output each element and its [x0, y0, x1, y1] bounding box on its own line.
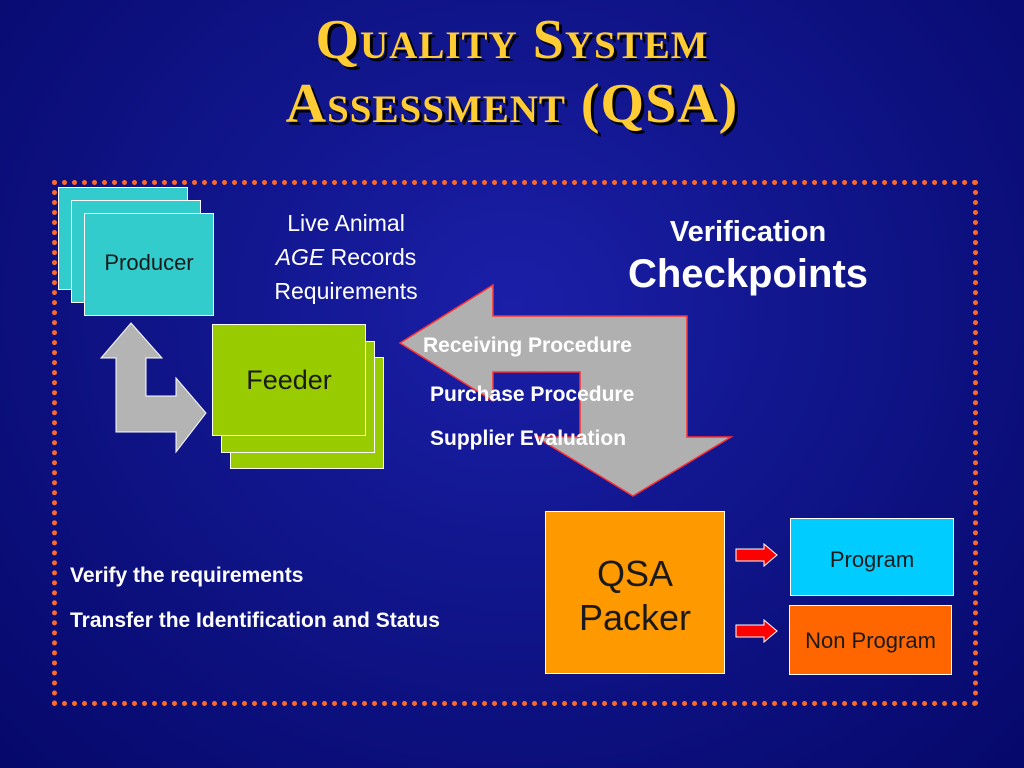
producer-label: Producer [104, 250, 194, 275]
arrow-to-program [735, 542, 778, 568]
title-line-1: Quality System [315, 9, 709, 71]
note-item: Transfer the Identification and Status [70, 609, 440, 632]
diagram-frame [52, 180, 978, 706]
note-item: Verify the requirements [70, 564, 304, 587]
requirements-age: AGE [275, 244, 325, 270]
packer-line-2: Packer [578, 597, 692, 638]
title-line-2: Assessment (QSA) [285, 73, 739, 135]
non-program-label: Non Program [805, 628, 936, 653]
checkpoint-item: Supplier Evaluation [430, 427, 627, 450]
feeder-label: Feeder [246, 365, 332, 395]
qsa-packer-box: QSA Packer [545, 511, 725, 674]
slide-title: Quality System Assessment (QSA) [0, 8, 1024, 136]
program-box: Program [790, 518, 954, 596]
arrow-to-non-program [735, 618, 778, 644]
requirements-line-3: Requirements [274, 278, 418, 304]
non-program-box: Non Program [789, 605, 952, 675]
packer-label: QSA Packer [546, 552, 724, 640]
verification-heading: Verification Checkpoints [598, 214, 898, 298]
checkpoint-flow-arrow [398, 283, 734, 497]
feeder-card: Feeder [212, 324, 366, 436]
requirements-line-2: AGE Records [236, 240, 456, 274]
packer-line-1: QSA [596, 553, 674, 594]
program-label: Program [829, 547, 915, 572]
requirements-text: Live Animal AGE Records Requirements [236, 206, 456, 308]
verification-line-2: Checkpoints [627, 252, 869, 296]
verification-line-1: Verification [669, 216, 827, 248]
producer-card: Producer [84, 213, 214, 316]
requirements-line-1: Live Animal [287, 210, 405, 236]
checkpoint-item: Purchase Procedure [430, 383, 635, 406]
requirements-records: Records [324, 244, 417, 270]
checkpoint-item: Receiving Procedure [423, 334, 632, 357]
producer-feeder-arrow [99, 322, 207, 454]
